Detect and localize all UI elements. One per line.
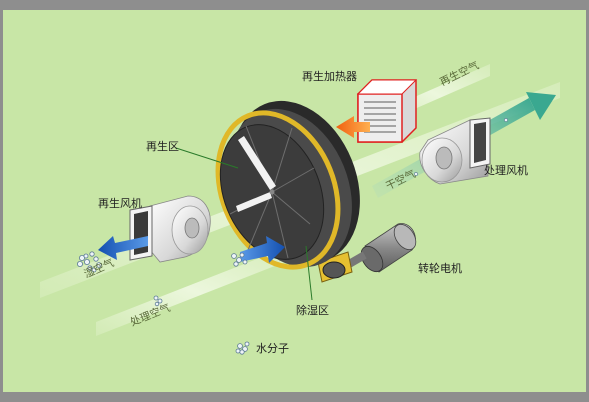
water-molecule-icon: [77, 251, 102, 273]
process-fan-label: 处理风机: [484, 163, 528, 177]
water-molecule-label: 水分子: [256, 342, 289, 355]
water-molecule-icon: [235, 341, 250, 355]
desiccant-wheel: [215, 100, 360, 270]
water-molecule-icon: [504, 118, 508, 122]
wheel-motor-label: 转轮电机: [418, 261, 462, 275]
regen-fan-label: 再生风机: [98, 196, 142, 210]
airflow-band-process: [96, 246, 290, 336]
water-molecule-icon: [153, 295, 163, 307]
regen-heater-label: 再生加热器: [302, 69, 357, 83]
water-molecule-icon: [231, 252, 248, 267]
regen-zone-callout: [175, 147, 239, 169]
regen-zone-label: 再生区: [146, 139, 179, 153]
regen-fan: [129, 195, 211, 263]
regen-heater: [356, 79, 418, 143]
dehumid-zone-callout: [305, 245, 313, 301]
wet-air-arrow: [98, 236, 148, 260]
dehumid-zone-label: 除湿区: [296, 303, 329, 317]
wheel-motor: [345, 223, 417, 273]
water-molecule-icon: [414, 172, 418, 176]
heated-air-arrow: [336, 116, 370, 138]
process-air-inlet-arrow: [240, 236, 285, 263]
process-fan: [419, 117, 491, 185]
